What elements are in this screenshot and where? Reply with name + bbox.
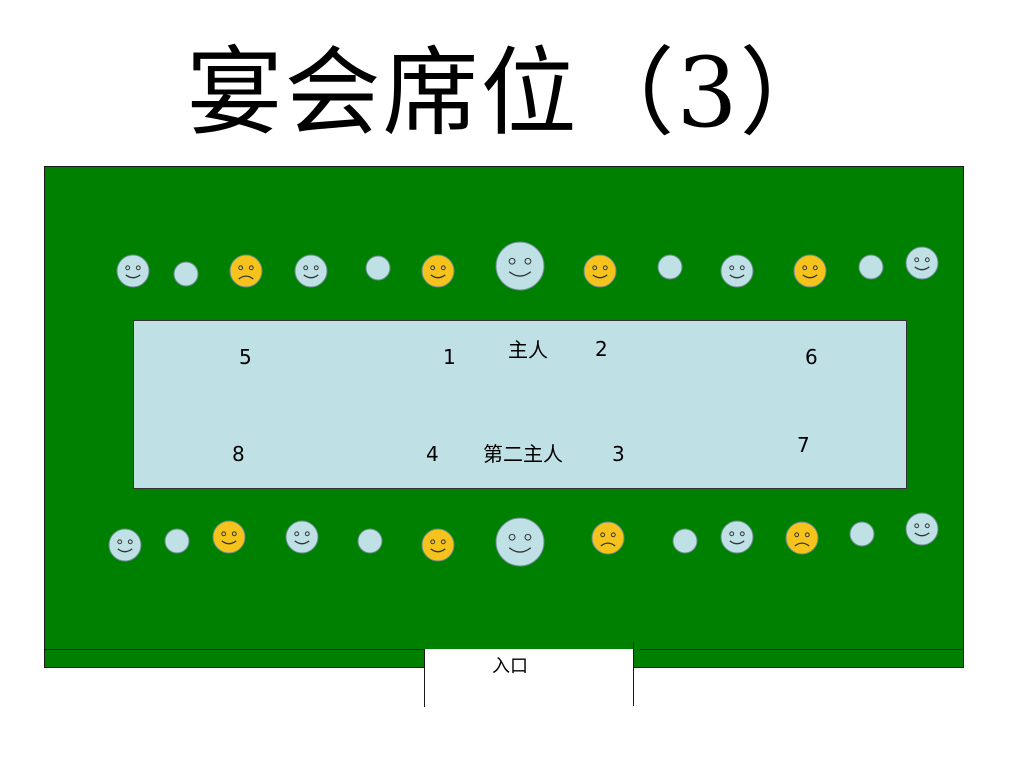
bottom-wall-right — [640, 649, 964, 650]
smiley-face-icon — [905, 246, 939, 280]
page-title: 宴会席位（3） — [186, 37, 838, 149]
bottom-wall-left — [44, 649, 424, 650]
smiley-face-icon — [212, 520, 246, 554]
seat-number-8: 8 — [232, 442, 245, 466]
frown-face-icon — [591, 521, 625, 555]
smiley-face-icon — [720, 520, 754, 554]
smiley-face-icon — [285, 520, 319, 554]
entrance-label: 入口 — [492, 656, 528, 677]
smiley-face-icon — [583, 254, 617, 288]
empty-seat-icon — [849, 521, 875, 547]
empty-seat-icon — [357, 528, 383, 554]
frown-face-icon — [785, 521, 819, 555]
smiley-face-icon — [905, 512, 939, 546]
empty-seat-icon — [365, 255, 391, 281]
smiley-face-icon — [421, 254, 455, 288]
seat-number-2: 2 — [595, 337, 608, 361]
frown-face-icon — [229, 254, 263, 288]
second-host-label: 第二主人 — [483, 442, 563, 466]
smiley-face-icon — [720, 254, 754, 288]
seat-number-4: 4 — [426, 442, 439, 466]
empty-seat-icon — [173, 261, 199, 287]
host-label: 主人 — [508, 338, 548, 362]
entrance-post-left — [424, 649, 425, 707]
smiley-face-icon — [421, 528, 455, 562]
smiley-face-icon — [294, 254, 328, 288]
seat-number-5: 5 — [239, 345, 252, 369]
seat-number-6: 6 — [805, 345, 818, 369]
banquet-table — [133, 320, 907, 489]
seat-number-3: 3 — [612, 442, 625, 466]
empty-seat-icon — [164, 528, 190, 554]
empty-seat-icon — [858, 254, 884, 280]
smiley-face-icon — [108, 528, 142, 562]
entrance-gap — [424, 649, 634, 669]
smiley-face-icon — [495, 517, 545, 567]
empty-seat-icon — [672, 528, 698, 554]
empty-seat-icon — [657, 254, 683, 280]
smiley-face-icon — [793, 254, 827, 288]
smiley-face-icon — [495, 241, 545, 291]
entrance-post-right — [633, 642, 634, 706]
seat-number-1: 1 — [443, 345, 456, 369]
seat-number-7: 7 — [797, 433, 810, 457]
smiley-face-icon — [116, 254, 150, 288]
